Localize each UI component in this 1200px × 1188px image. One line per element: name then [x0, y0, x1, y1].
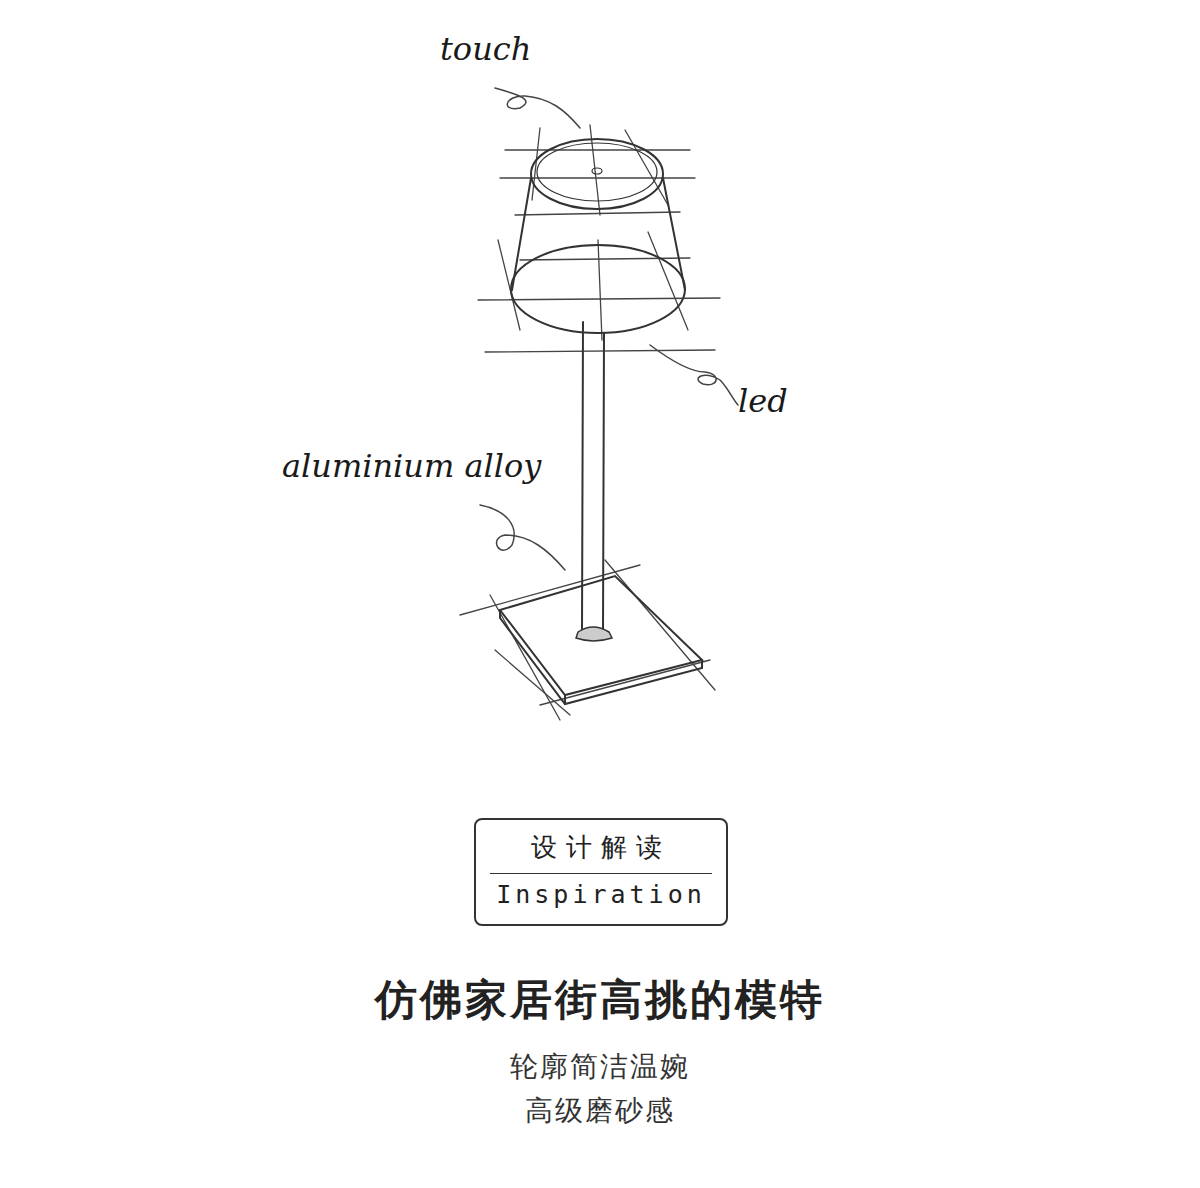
- subtitle-line: 轮廓简洁温婉: [510, 1048, 690, 1086]
- leader-curls: [480, 88, 738, 570]
- lamp-pole: [576, 322, 612, 641]
- lamp-shade: [511, 139, 685, 333]
- headline: 仿佛家居街高挑的模特: [375, 972, 825, 1028]
- lamp-base: [500, 576, 702, 704]
- part-label: aluminium alloy: [282, 447, 541, 485]
- part-label: led: [738, 382, 788, 420]
- part-label: touch: [440, 30, 531, 68]
- box-heading: 设计解读: [490, 830, 712, 874]
- subtitle-line: 高级磨砂感: [525, 1092, 675, 1130]
- inspiration-box: 设计解读Inspiration: [474, 818, 728, 926]
- construction-lines: [460, 125, 720, 720]
- box-subheading: Inspiration: [490, 874, 712, 909]
